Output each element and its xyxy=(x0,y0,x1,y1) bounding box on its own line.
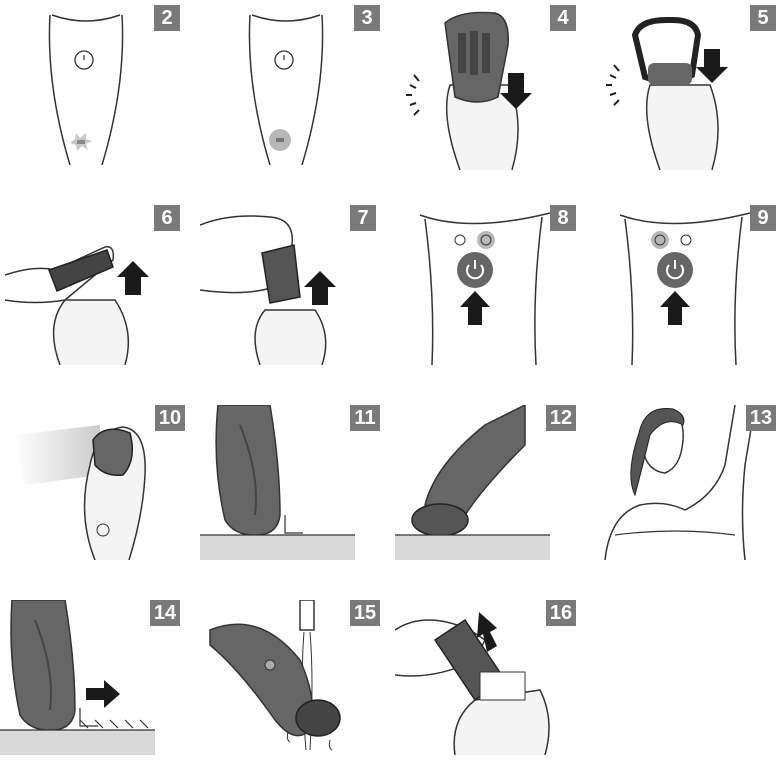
comb-attachment-icon xyxy=(262,245,300,303)
step-3-panel: 3 xyxy=(210,5,380,170)
speed-2-indicator xyxy=(681,235,691,245)
speed-2-highlight xyxy=(477,231,495,249)
step-number: 10 xyxy=(155,405,185,431)
step-number: 11 xyxy=(350,405,380,431)
step-12-panel: 12 xyxy=(395,405,576,560)
step-6-panel: 6 xyxy=(5,205,180,365)
step-13-panel: 13 xyxy=(595,405,776,560)
step-number: 3 xyxy=(354,5,380,31)
arrow-up-icon xyxy=(304,271,336,305)
epilator-head-icon xyxy=(412,504,468,536)
arrow-up-icon xyxy=(460,291,490,325)
step-number: 5 xyxy=(750,5,776,31)
speed-1-indicator xyxy=(455,235,465,245)
power-button-icon xyxy=(457,252,493,288)
step-11-panel: 11 xyxy=(200,405,380,560)
faucet-icon xyxy=(300,600,314,630)
step-4-panel: 4 xyxy=(400,5,576,170)
arrow-right-icon xyxy=(86,680,120,708)
arrow-up-icon xyxy=(660,291,690,325)
step-number: 6 xyxy=(154,205,180,231)
step-number: 9 xyxy=(750,205,776,231)
epilator-body-icon xyxy=(11,600,75,730)
skin-surface xyxy=(395,535,550,560)
step-5-panel: 5 xyxy=(600,5,776,170)
speed-1-highlight xyxy=(651,231,669,249)
step-10-panel: 10 xyxy=(5,405,185,560)
arrow-down-icon xyxy=(696,49,728,83)
step-7-panel: 7 xyxy=(200,205,376,365)
step-number: 7 xyxy=(350,205,376,231)
power-button-icon xyxy=(657,252,693,288)
step-number: 12 xyxy=(546,405,576,431)
step-2-panel: 2 xyxy=(10,5,180,170)
arrow-up-icon xyxy=(117,261,149,295)
step-number: 15 xyxy=(350,600,380,626)
right-angle-icon xyxy=(285,515,303,533)
epilator-head-icon xyxy=(93,429,132,475)
step-9-panel: 9 xyxy=(600,205,776,365)
step-number: 16 xyxy=(546,600,576,626)
step-8-panel: 8 xyxy=(400,205,576,365)
step-number: 14 xyxy=(150,600,180,626)
step-number: 2 xyxy=(154,5,180,31)
skin-surface xyxy=(200,535,355,560)
epilator-body-icon xyxy=(425,405,525,515)
skin-surface xyxy=(0,730,155,755)
epilator-body-icon xyxy=(216,405,280,535)
step-14-panel: 14 xyxy=(0,600,180,755)
step-16-panel: 16 xyxy=(395,600,576,755)
step-number: 8 xyxy=(550,205,576,231)
epilator-head-icon xyxy=(296,700,340,736)
step-15-panel: 15 xyxy=(200,600,380,755)
step-number: 13 xyxy=(746,405,776,431)
hair-strokes xyxy=(80,720,148,728)
step-number: 4 xyxy=(550,5,576,31)
